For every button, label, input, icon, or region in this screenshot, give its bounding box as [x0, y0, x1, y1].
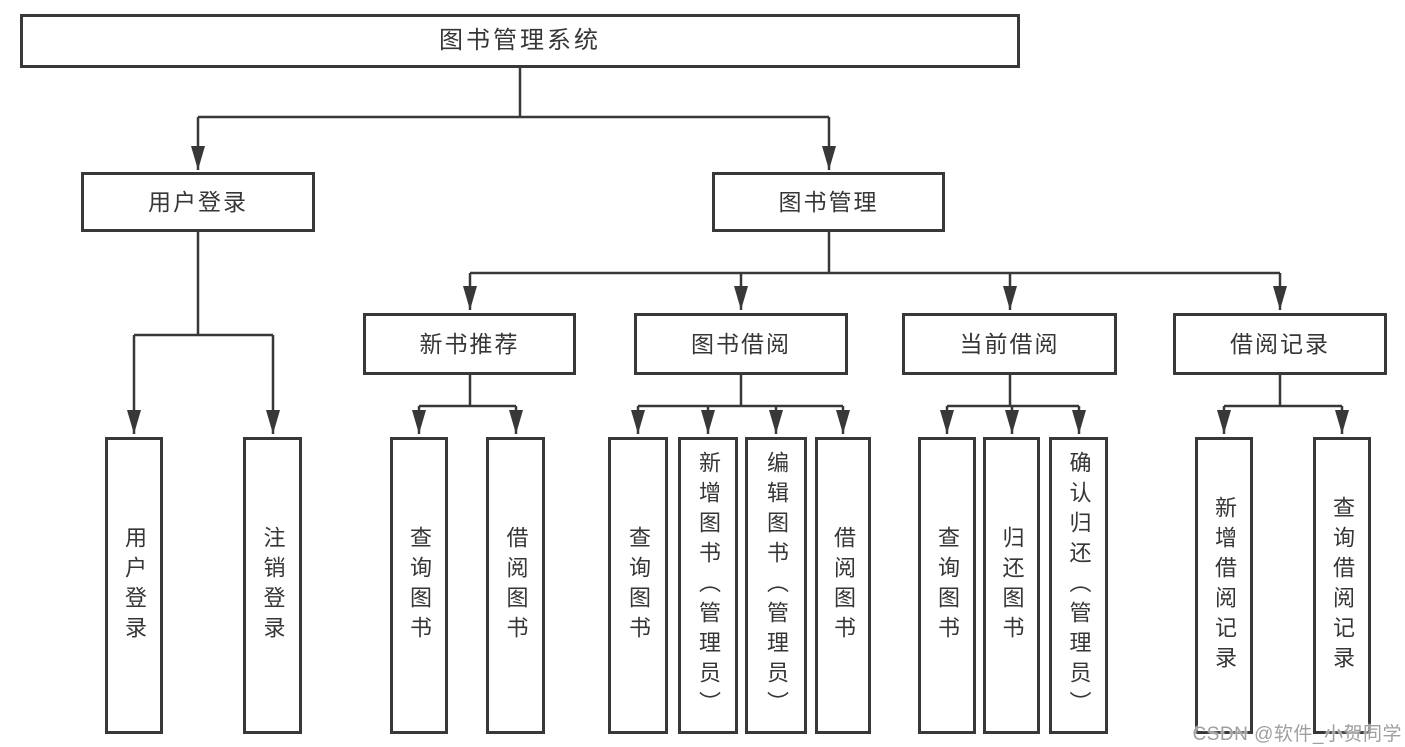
leaf-edit-books-admin: 编辑图书（管理员）	[745, 437, 807, 734]
leaf-query-books-borrowing: 查询图书	[608, 437, 668, 734]
node-library-system: 图书管理系统	[20, 14, 1020, 68]
node-borrowing-records: 借阅记录	[1173, 313, 1387, 375]
leaf-user-login: 用户登录	[105, 437, 163, 734]
leaf-query-books-recommend: 查询图书	[390, 437, 448, 734]
node-book-management: 图书管理	[712, 172, 945, 232]
leaf-confirm-return-admin: 确认归还（管理员）	[1049, 437, 1108, 734]
node-current-borrowing: 当前借阅	[902, 313, 1117, 375]
leaf-logout: 注销登录	[243, 437, 302, 734]
csdn-watermark: CSDN @软件_小贺同学	[1192, 724, 1402, 745]
node-new-book-recommend: 新书推荐	[363, 313, 576, 375]
leaf-return-books: 归还图书	[983, 437, 1040, 734]
leaf-query-books-current: 查询图书	[918, 437, 976, 734]
leaf-query-borrow-record: 查询借阅记录	[1313, 437, 1371, 734]
node-user-login: 用户登录	[81, 172, 315, 232]
leaf-add-borrow-record: 新增借阅记录	[1195, 437, 1253, 734]
leaf-borrow-books-borrowing: 借阅图书	[815, 437, 871, 734]
leaf-borrow-books-recommend: 借阅图书	[486, 437, 545, 734]
leaf-add-books-admin: 新增图书（管理员）	[678, 437, 738, 734]
node-book-borrowing: 图书借阅	[634, 313, 848, 375]
connector-arrows	[127, 117, 1349, 434]
